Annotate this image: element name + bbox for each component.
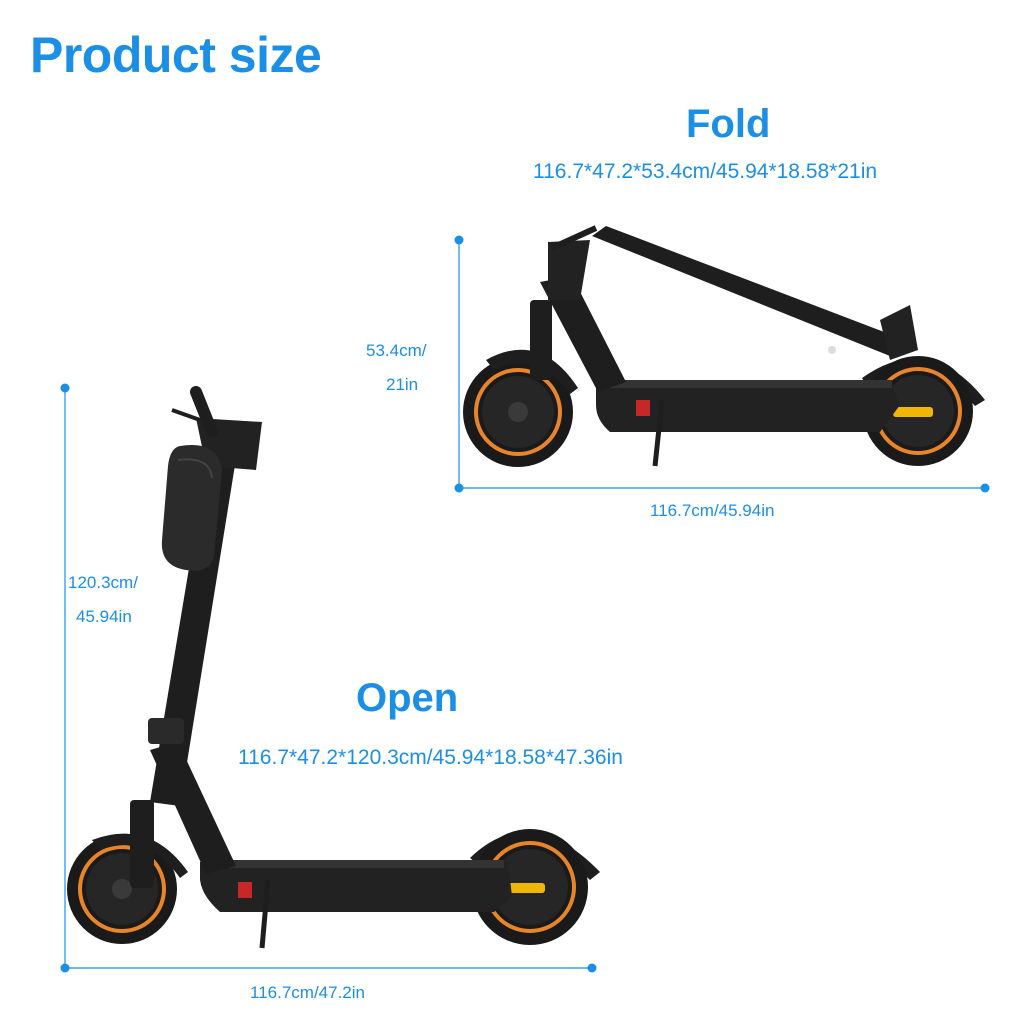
open-height-cm: 120.3cm/ xyxy=(68,573,138,592)
fold-height-cm: 53.4cm/ xyxy=(366,341,427,360)
open-rear-wheel xyxy=(472,829,588,945)
open-dimension-lines xyxy=(60,383,597,973)
open-length-label: 116.7cm/47.2in xyxy=(250,983,365,1002)
handlebar-bag xyxy=(161,445,222,571)
fold-height-label: 53.4cm/ 21in xyxy=(366,334,426,402)
fold-dimension-lines xyxy=(454,235,990,493)
fold-length-label: 116.7cm/45.94in xyxy=(650,501,775,520)
fold-front-wheel xyxy=(463,357,573,467)
folded-scooter xyxy=(463,225,985,467)
open-dimensions: 116.7*47.2*120.3cm/45.94*18.58*47.36in xyxy=(238,746,623,769)
open-heading: Open xyxy=(356,676,459,720)
fold-height-in: 21in xyxy=(386,375,419,394)
open-height-in: 45.94in xyxy=(76,607,132,626)
fold-heading: Fold xyxy=(686,102,771,146)
page-title: Product size xyxy=(30,27,322,83)
fold-dimensions: 116.7*47.2*53.4cm/45.94*18.58*21in xyxy=(533,160,878,183)
open-scooter xyxy=(67,386,600,949)
open-height-label: 120.3cm/ 45.94in xyxy=(68,566,138,634)
